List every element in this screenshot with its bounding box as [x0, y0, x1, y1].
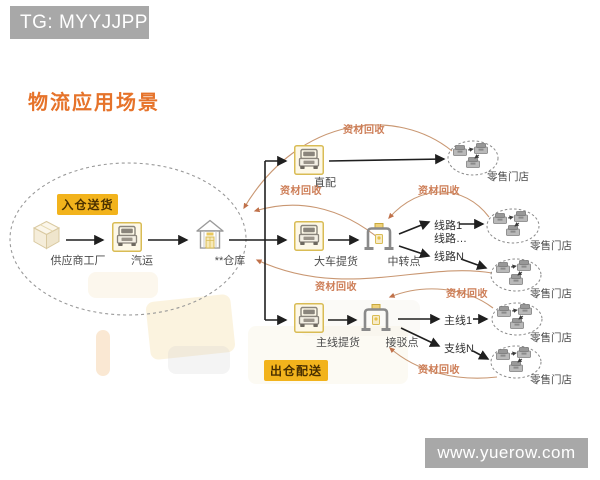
route-lineN: 线路N [434, 251, 464, 263]
outbound-badge: 出仓配送 [264, 360, 328, 381]
label-retail-store: 零售门店 [530, 288, 572, 300]
label-material-recycle: 资材回收 [418, 186, 460, 197]
faint-illustration-blob [96, 330, 110, 376]
retail-stores-icon [498, 305, 532, 329]
supplier-box-icon [33, 221, 60, 249]
truck-icon-road-transport [112, 222, 142, 252]
faint-illustration-blob [88, 272, 158, 298]
page-title: 物流应用场景 [28, 92, 160, 114]
truck-icon-mainline-pickup [294, 303, 324, 333]
retail-cluster [490, 345, 542, 379]
label-road-transport: 汽运 [131, 255, 153, 267]
truck-icon-direct [294, 145, 324, 175]
label-material-recycle: 资材回收 [418, 365, 460, 376]
recycle-curve [389, 347, 498, 379]
retail-stores-icon [497, 261, 531, 285]
label-retail-store: 零售门店 [487, 171, 529, 183]
faint-illustration-blob [168, 346, 230, 374]
inbound-zone-ellipse [9, 162, 247, 316]
label-material-recycle: 资材回收 [315, 282, 357, 293]
route-branchN: 支线N [444, 343, 474, 355]
route-line-more: 线路… [434, 233, 467, 245]
truck-icon-big-pickup [294, 221, 324, 251]
warehouse-icon [196, 219, 224, 249]
label-shuttle-point: 接驳点 [385, 337, 419, 349]
label-material-recycle: 资材回收 [343, 125, 385, 136]
recycle-curve [388, 288, 494, 309]
label-retail-store: 零售门店 [530, 240, 572, 252]
label-warehouse: **仓库 [214, 255, 246, 267]
recycle-curve [243, 124, 453, 210]
footer-watermark: www.yuerow.com [425, 438, 588, 468]
label-supplier: 供应商工厂 [50, 255, 106, 267]
recycle-curve [388, 191, 490, 219]
route-mainline1: 主线1 [444, 315, 473, 327]
retail-cluster [491, 302, 543, 336]
label-material-recycle: 资材回收 [280, 186, 322, 197]
retail-cluster [486, 208, 540, 244]
label-mainline-pickup: 主线提货 [316, 337, 360, 349]
label-big-truck-pickup: 大车提货 [314, 256, 358, 268]
flow-arrows [66, 153, 490, 360]
label-retail-store: 零售门店 [530, 374, 572, 386]
route-line1: 线路1 [434, 220, 463, 232]
header-watermark: TG: MYYJJPP [10, 6, 149, 39]
recycle-curves [243, 124, 498, 379]
retail-stores-icon [497, 348, 531, 372]
transit-gate-icon [363, 222, 395, 252]
retail-stores-icon [454, 144, 488, 168]
label-direct-delivery: 直配 [314, 177, 336, 189]
retail-stores-icon [494, 212, 528, 236]
retail-cluster [490, 258, 542, 292]
label-retail-store: 零售门店 [530, 332, 572, 344]
shuttle-gate-icon [360, 303, 392, 333]
inbound-badge: 入仓送货 [57, 194, 118, 215]
label-transit-point: 中转点 [387, 256, 421, 268]
label-material-recycle: 资材回收 [446, 289, 488, 300]
recycle-curve [255, 259, 493, 280]
retail-cluster [447, 140, 499, 176]
